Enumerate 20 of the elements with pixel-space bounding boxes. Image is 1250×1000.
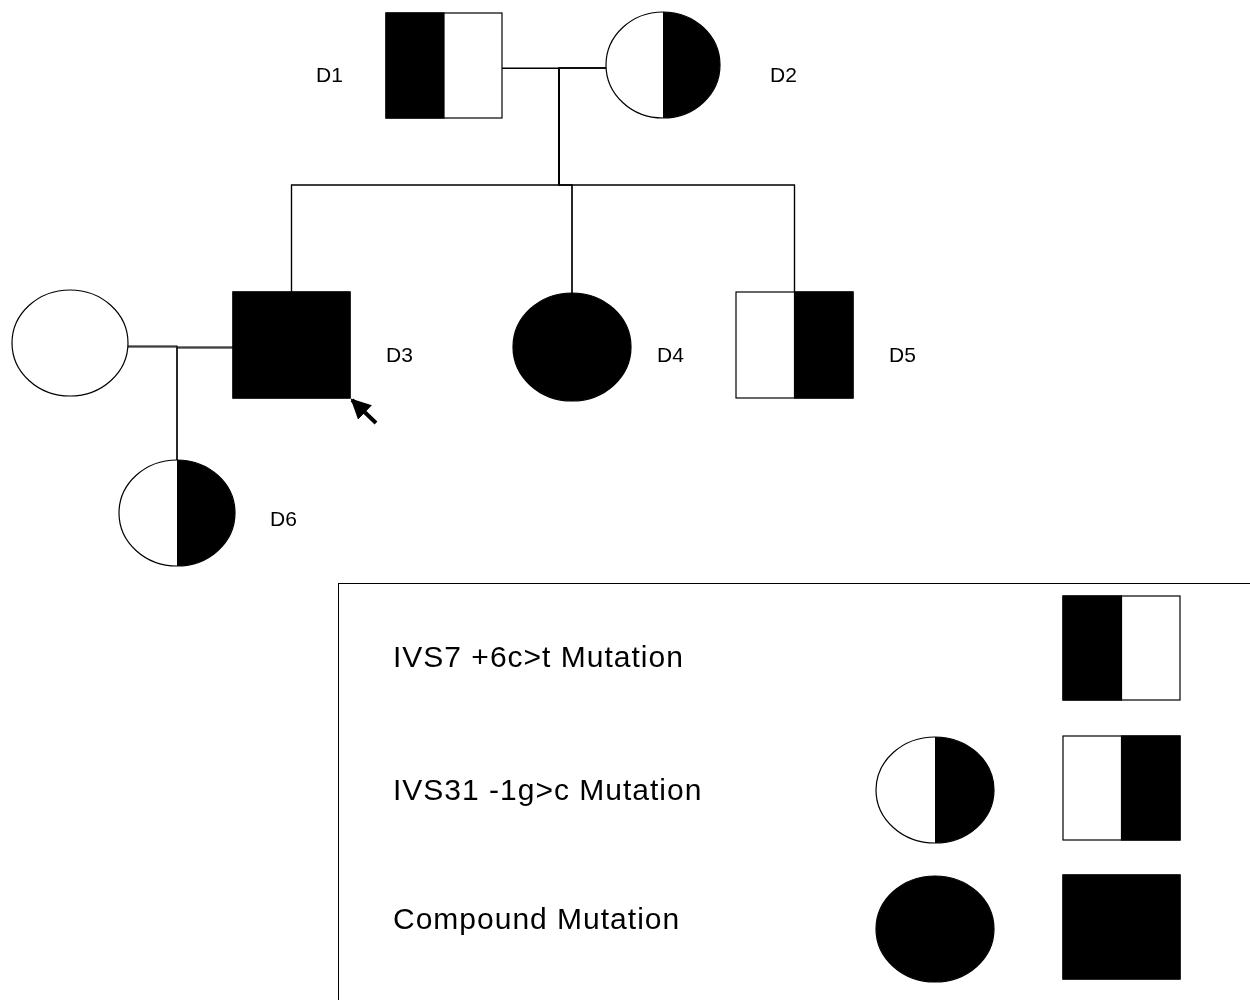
pedigree-circle <box>513 293 631 401</box>
individual-label: D4 <box>657 344 684 365</box>
proband-arrow <box>350 398 378 425</box>
individual-label: D3 <box>386 344 413 365</box>
legend-text: IVS31 -1g>c Mutation <box>393 775 703 805</box>
pedigree-circle <box>12 290 128 396</box>
connector-line <box>558 67 796 293</box>
pedigree-circle <box>119 460 235 566</box>
individual-label: D1 <box>316 64 343 85</box>
pedigree-square <box>736 292 853 398</box>
pedigree-square <box>233 292 350 398</box>
individual-label: D5 <box>889 344 916 365</box>
connector-line <box>176 347 234 461</box>
connector-line <box>127 346 234 348</box>
legend-text: Compound Mutation <box>393 904 681 934</box>
pedigree-square <box>386 13 502 118</box>
legend-text: IVS7 +6c>t Mutation <box>393 642 684 672</box>
individual-label: D2 <box>770 64 797 85</box>
individual-label: D6 <box>270 508 297 529</box>
pedigree-circle <box>606 12 720 118</box>
